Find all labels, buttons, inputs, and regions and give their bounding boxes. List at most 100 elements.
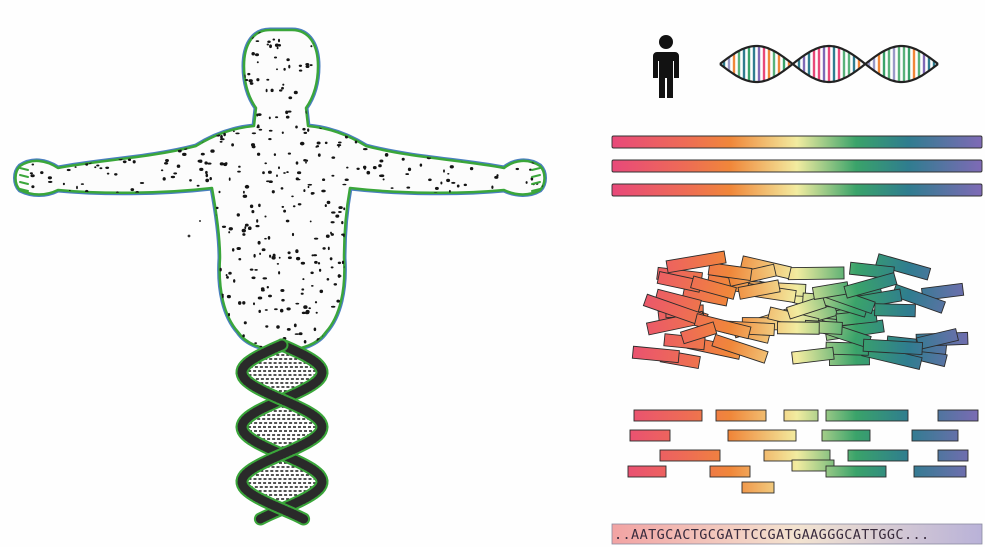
stipple-dot	[285, 110, 288, 114]
stipple-dot	[455, 35, 459, 38]
stipple-dot	[267, 286, 269, 288]
stipple-dot	[332, 40, 336, 43]
stipple-dot	[70, 148, 73, 151]
stipple-dot	[378, 164, 382, 167]
stipple-dot	[142, 39, 146, 42]
stipple-dot	[137, 200, 139, 203]
stipple-dot	[134, 226, 137, 229]
stipple-dot	[111, 306, 113, 309]
fragment-rect	[777, 322, 819, 335]
stipple-dot	[269, 130, 273, 132]
stipple-dot	[464, 222, 469, 224]
stipple-dot	[500, 152, 502, 154]
stipple-dot	[49, 302, 53, 305]
stipple-dot	[498, 276, 500, 278]
stipple-dot	[140, 182, 144, 184]
stipple-dot	[304, 132, 308, 134]
stipple-dot	[361, 97, 363, 99]
stipple-dot	[379, 243, 383, 246]
stipple-dot	[59, 325, 63, 327]
stipple-dot	[299, 332, 303, 335]
stipple-dot	[237, 171, 241, 173]
stipple-dot	[274, 57, 277, 59]
stipple-dot	[169, 29, 172, 32]
stipple-dot	[57, 61, 59, 64]
stipple-dot	[380, 280, 383, 284]
stipple-dot	[46, 223, 48, 226]
stipple-dot	[531, 42, 535, 44]
stipple-dot	[244, 321, 247, 324]
stipple-dot	[507, 44, 511, 47]
stipple-dot	[47, 49, 51, 52]
stipple-dot	[81, 183, 84, 185]
stipple-dot	[70, 117, 74, 120]
stipple-dot	[147, 125, 152, 127]
stipple-dot	[155, 100, 157, 103]
stipple-dot	[92, 234, 94, 237]
stipple-dot	[123, 294, 127, 298]
stipple-dot	[117, 129, 122, 133]
stipple-dot	[95, 46, 98, 48]
stipple-dot	[504, 289, 506, 292]
stipple-dot	[465, 319, 468, 322]
stipple-dot	[363, 108, 365, 110]
stipple-dot	[13, 72, 16, 74]
stipple-dot	[351, 333, 354, 337]
stipple-dot	[236, 111, 239, 113]
stipple-dot	[405, 173, 409, 175]
stipple-dot	[95, 74, 99, 77]
stipple-dot	[442, 53, 444, 55]
stipple-dot	[352, 228, 355, 231]
stipple-dot	[445, 207, 449, 210]
stipple-dot	[254, 269, 258, 271]
stipple-dot	[345, 34, 349, 37]
stipple-dot	[389, 326, 392, 328]
stipple-dot	[325, 142, 328, 144]
stipple-dot	[266, 79, 269, 81]
stipple-dot	[372, 211, 375, 213]
stipple-dot	[265, 309, 268, 311]
stipple-dot	[148, 226, 151, 229]
stipple-dot	[145, 244, 147, 247]
stipple-dot	[234, 57, 237, 60]
stipple-dot	[204, 161, 207, 164]
stipple-dot	[256, 40, 260, 42]
stipple-dot	[55, 269, 58, 271]
stipple-dot	[19, 248, 21, 251]
stipple-dot	[305, 162, 307, 164]
stipple-dot	[511, 63, 514, 65]
stipple-dot	[18, 201, 21, 204]
stipple-dot	[363, 42, 365, 44]
stipple-dot	[326, 50, 329, 52]
stipple-dot	[425, 117, 429, 121]
stipple-dot	[18, 274, 20, 277]
stipple-dot	[123, 109, 127, 111]
stipple-dot	[338, 146, 340, 148]
stipple-dot	[109, 103, 113, 106]
stipple-dot	[45, 150, 49, 152]
stipple-dot	[373, 325, 377, 328]
stipple-dot	[346, 167, 348, 169]
stipple-dot	[149, 242, 151, 244]
stipple-dot	[517, 291, 519, 293]
stipple-dot	[210, 278, 214, 282]
stipple-dot	[445, 277, 449, 279]
stipple-dot	[375, 307, 377, 309]
stipple-dot	[175, 317, 179, 321]
stipple-dot	[419, 127, 423, 129]
stipple-dot	[276, 68, 278, 70]
random-fragments	[632, 251, 968, 369]
stipple-dot	[48, 181, 52, 183]
stipple-dot	[56, 300, 59, 302]
stipple-dot	[139, 338, 143, 341]
stipple-dot	[171, 222, 174, 224]
stipple-dot	[259, 129, 263, 131]
stipple-dot	[439, 94, 443, 97]
stipple-dot	[94, 166, 96, 168]
stipple-dot	[387, 277, 390, 279]
stipple-dot	[472, 135, 474, 138]
stipple-dot	[272, 190, 275, 193]
stipple-dot	[393, 89, 397, 93]
stipple-dot	[75, 228, 77, 230]
